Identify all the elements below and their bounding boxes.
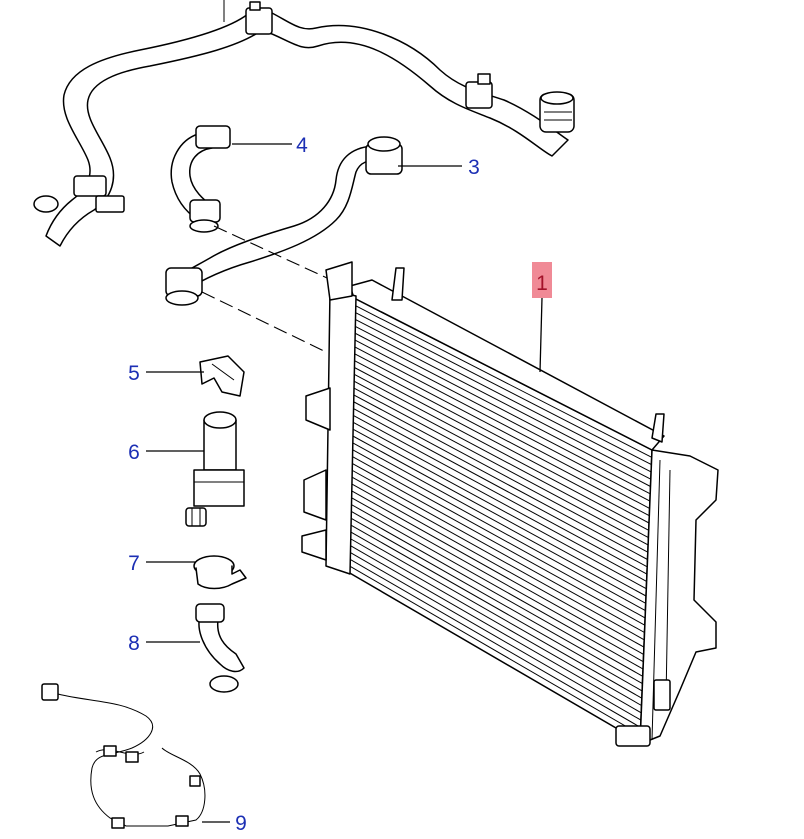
callout-7[interactable]: 7: [128, 552, 140, 575]
radiator-fin: [348, 537, 642, 706]
radiator-fin: [352, 366, 650, 524]
radiator-fin: [349, 482, 645, 648]
connection-guide-line: [213, 225, 341, 285]
radiator-fins: [347, 304, 652, 736]
radiator-fin: [349, 503, 644, 670]
radiator-fin: [351, 414, 648, 575]
callout-8[interactable]: 8: [128, 632, 140, 655]
radiator-fin: [348, 544, 642, 714]
radiator-fin: [348, 516, 643, 685]
coolant-hose-3[interactable]: [165, 136, 403, 306]
radiator-fin: [350, 427, 647, 590]
radiator-fin: [349, 489, 644, 655]
mounting-bracket-5[interactable]: [199, 355, 245, 397]
radiator-fin: [352, 345, 651, 502]
radiator-fin: [349, 475, 645, 641]
radiator-fin: [352, 338, 651, 495]
coolant-hose-4[interactable]: [170, 125, 231, 233]
callout-6[interactable]: 6: [128, 441, 140, 464]
radiator-fin: [349, 496, 644, 663]
radiator-fin: [351, 407, 648, 568]
radiator-fin: [351, 386, 649, 546]
callout-5[interactable]: 5: [128, 362, 140, 385]
radiator-fin: [347, 564, 641, 736]
hose-clamp-7[interactable]: [193, 555, 247, 590]
radiator-fin: [349, 509, 643, 677]
radiator-fin: [352, 372, 649, 531]
radiator-fin: [353, 324, 652, 480]
radiator-fin: [353, 331, 651, 487]
wiring-harness-9[interactable]: [41, 683, 206, 829]
radiator-fin: [352, 352, 650, 509]
upper-radiator-hose[interactable]: [33, 0, 575, 247]
radiator-fin: [353, 318, 652, 473]
radiator-fin: [350, 441, 646, 604]
callout-3[interactable]: 3: [468, 156, 480, 179]
elbow-connector-8[interactable]: [195, 603, 245, 693]
radiator-fin: [350, 434, 647, 597]
callout-9[interactable]: 9: [235, 812, 247, 835]
radiator-fin: [348, 523, 643, 692]
radiator-fin: [348, 557, 641, 728]
radiator-fin: [351, 393, 649, 553]
callout-1-highlight: [532, 262, 552, 298]
radiator-fin: [351, 420, 647, 582]
connection-guide-line: [201, 291, 327, 353]
radiator-fin: [350, 455, 646, 619]
radiator-fin: [353, 304, 652, 458]
radiator-fin: [350, 461, 646, 626]
radiator-fin: [352, 359, 650, 517]
radiator-fin: [351, 400, 648, 560]
radiator-fin: [350, 468, 645, 633]
radiator-fin: [351, 379, 649, 539]
callout-4[interactable]: 4: [296, 134, 308, 157]
coolant-sensor-6[interactable]: [185, 411, 245, 527]
radiator[interactable]: [301, 261, 719, 747]
radiator-fin: [348, 551, 642, 721]
callout-1-leader: [539, 297, 543, 373]
radiator-fin: [350, 448, 646, 612]
radiator-fin: [348, 530, 643, 699]
radiator-fin: [353, 311, 652, 466]
callout-1[interactable]: 1: [536, 272, 548, 295]
